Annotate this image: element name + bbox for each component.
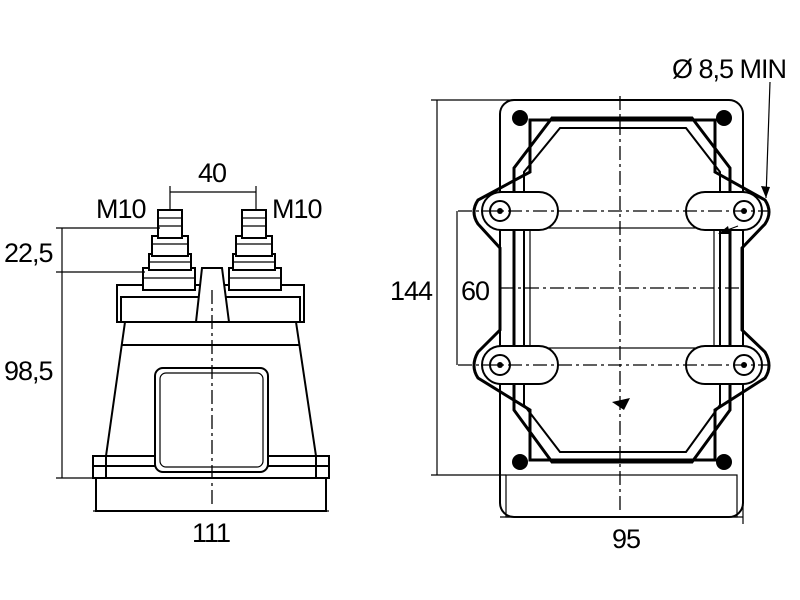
dim-body-height: 98,5 <box>4 356 53 386</box>
dim-base-width: 111 <box>192 518 230 548</box>
left-terminal <box>142 209 196 291</box>
hole-leader <box>765 81 771 199</box>
dim-overall-length: 144 <box>390 276 433 306</box>
dim-hole-diameter: Ø 8,5 MIN <box>672 54 786 84</box>
mounting-flange <box>472 118 771 462</box>
dim-terminal-height: 22,5 <box>4 238 53 268</box>
front-view <box>56 186 330 512</box>
dim-top-width: 40 <box>198 158 226 188</box>
mounting-holes <box>481 191 763 385</box>
dim-thread-right: M10 <box>272 194 322 224</box>
housing-outline <box>512 116 732 464</box>
top-base-plate <box>499 99 744 518</box>
dim-plate-width: 95 <box>612 524 640 554</box>
corner-screws <box>512 110 732 470</box>
dim-hole-spacing: 60 <box>461 276 489 306</box>
right-terminal <box>228 209 282 291</box>
dim-thread-left: M10 <box>96 194 146 224</box>
top-view <box>431 81 771 524</box>
